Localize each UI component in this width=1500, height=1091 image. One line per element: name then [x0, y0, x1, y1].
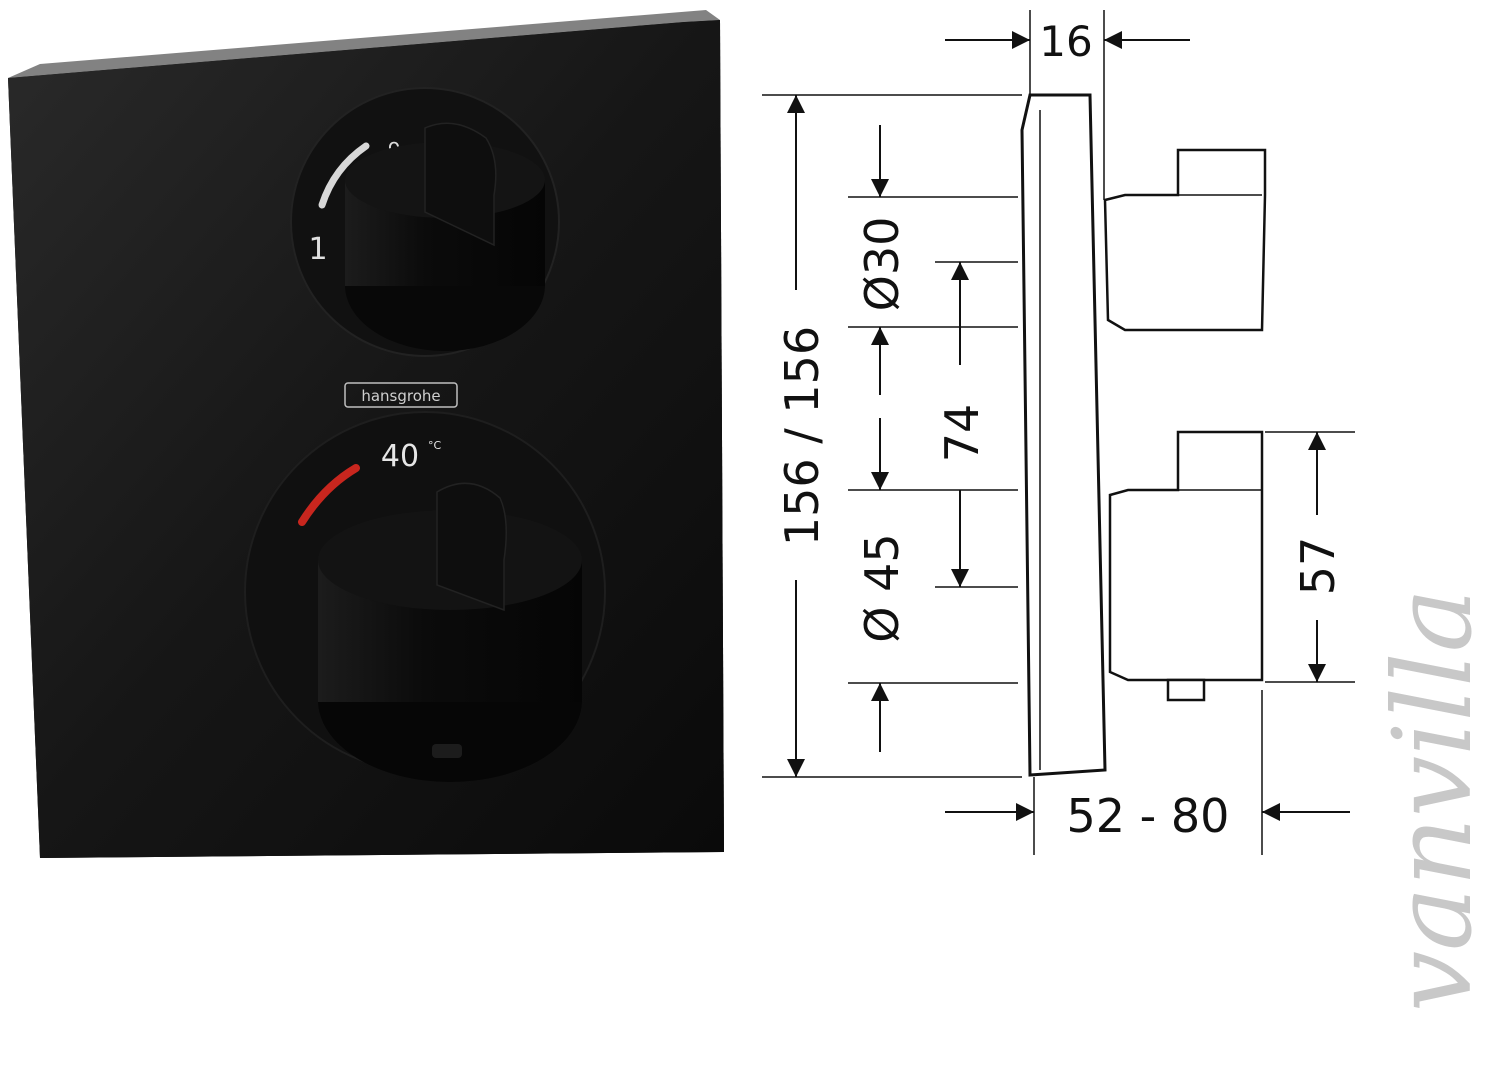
upper-scale-arc: [318, 142, 370, 209]
upper-knob-profile: [1103, 148, 1267, 332]
dim-top-depth: 16: [1039, 17, 1092, 66]
dim-total-depth: 52 - 80: [1067, 789, 1230, 843]
technical-drawing: [762, 10, 1355, 855]
lower-knob-screw: [1166, 678, 1206, 702]
thermostat-product: o – 1 hansgrohe 40 °C: [8, 10, 724, 858]
dimension-lines: [787, 31, 1350, 821]
plate-profile: [1020, 93, 1107, 777]
dim-lower-knob: 57: [1291, 537, 1345, 596]
lower-knob-profile: [1108, 430, 1264, 682]
panel-top-bevel: [8, 10, 720, 78]
hot-indicator: [298, 464, 360, 526]
dim-lower-diameter: Ø 45: [855, 533, 909, 642]
watermark: vanvilla: [1371, 588, 1496, 1012]
upper-diverter-knob[interactable]: [345, 122, 545, 351]
upper-mark-number: 1: [308, 232, 327, 267]
brand-plate: [344, 382, 458, 408]
thermostat-knob[interactable]: [318, 482, 582, 782]
brand-label: hansgrohe: [361, 387, 440, 405]
thermostat-unit: °C: [428, 439, 442, 452]
dim-spacing: 74: [935, 404, 989, 463]
dim-upper-diameter: Ø30: [855, 217, 909, 312]
dim-height: 156 / 156: [775, 326, 829, 546]
thermostat-temp: 40: [381, 439, 419, 474]
